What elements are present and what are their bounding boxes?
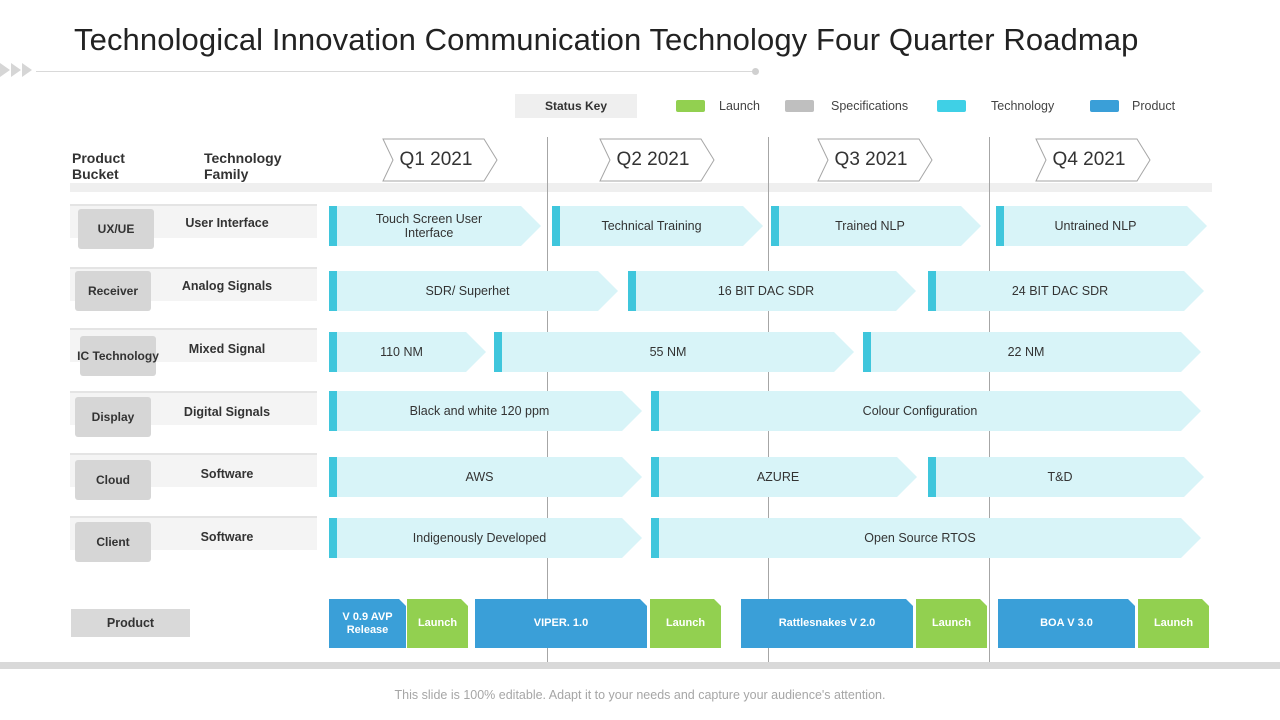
roadmap-bar: Indigenously Developed <box>329 518 642 558</box>
legend-swatch-launch <box>676 100 705 112</box>
roadmap-bar: 110 NM <box>329 332 486 372</box>
bar-label: T&D <box>1047 470 1073 484</box>
bar-label: 24 BIT DAC SDR <box>1011 284 1109 298</box>
legend-label-technology: Technology <box>991 99 1055 113</box>
bar-label: Black and white 120 ppm <box>409 404 550 418</box>
bar-label: 55 NM <box>649 345 687 359</box>
roadmap-bar: Colour Configuration <box>651 391 1201 431</box>
roadmap-bar: 55 NM <box>494 332 854 372</box>
product-bucket-header: Product Bucket <box>72 150 125 182</box>
bar-label: Technical Training <box>601 219 702 233</box>
roadmap-bar: Black and white 120 ppm <box>329 391 642 431</box>
family-software: Software <box>200 467 254 481</box>
bar-label: Touch Screen User Interface <box>375 212 483 240</box>
roadmap-bar: SDR/ Superhet <box>329 271 618 311</box>
product-row-label: Product <box>71 609 190 637</box>
bar-label: SDR/ Superhet <box>425 284 510 298</box>
quarter-label-q2: Q2 2021 <box>599 138 715 182</box>
family-software: Software <box>200 530 254 544</box>
bottom-divider <box>0 662 1280 669</box>
family-mixed-signal: Mixed Signal <box>188 342 266 356</box>
legend-swatch-product <box>1090 100 1119 112</box>
bucket-cloud: Cloud <box>75 460 151 500</box>
bucket-display: Display <box>75 397 151 437</box>
family-digital-signals: Digital Signals <box>183 405 271 419</box>
bar-label: Trained NLP <box>835 219 905 233</box>
bar-label: 22 NM <box>1007 345 1045 359</box>
legend-swatch-specifications <box>785 100 814 112</box>
quarter-text: Q1 2021 <box>399 149 473 170</box>
family-user-interface: User Interface <box>185 216 269 230</box>
quarter-text: Q3 2021 <box>834 149 908 170</box>
bucket-receiver: Receiver <box>75 271 151 311</box>
bar-label: 16 BIT DAC SDR <box>717 284 815 298</box>
chevron-right-icon <box>22 63 32 77</box>
legend-label-launch: Launch <box>719 99 761 113</box>
bar-label: Open Source RTOS <box>864 531 976 545</box>
footer-note: This slide is 100% editable. Adapt it to… <box>394 688 886 702</box>
launch-milestone: Launch <box>916 599 987 648</box>
product-milestone: V 0.9 AVP Release <box>329 599 406 648</box>
quarter-label-q1: Q1 2021 <box>382 138 498 182</box>
quarter-label-q4: Q4 2021 <box>1035 138 1151 182</box>
legend-label-product: Product <box>1132 99 1176 113</box>
status-key-label: Status Key <box>515 94 637 118</box>
bar-label: 110 NM <box>380 345 423 359</box>
roadmap-bar: Technical Training <box>552 206 763 246</box>
technology-family-header: Technology Family <box>204 150 282 182</box>
quarter-text: Q2 2021 <box>616 149 690 170</box>
launch-milestone: Launch <box>407 599 468 648</box>
legend-swatch-technology <box>937 100 966 112</box>
product-milestone: BOA V 3.0 <box>998 599 1135 648</box>
roadmap-bar: AZURE <box>651 457 917 497</box>
product-milestone: Rattlesnakes V 2.0 <box>741 599 913 648</box>
divider-dot <box>752 68 759 75</box>
legend-label-specifications: Specifications <box>831 99 909 113</box>
chevron-right-icon <box>11 63 21 77</box>
chevron-right-icon <box>0 63 10 77</box>
roadmap-bar: T&D <box>928 457 1204 497</box>
bar-label: Indigenously Developed <box>412 531 547 545</box>
family-analog-signals: Analog Signals <box>181 279 273 293</box>
title-divider <box>36 71 756 72</box>
roadmap-bar: 24 BIT DAC SDR <box>928 271 1204 311</box>
bucket-ic-technology: IC Technology <box>77 336 159 376</box>
roadmap-bar: Untrained NLP <box>996 206 1207 246</box>
roadmap-bar: 16 BIT DAC SDR <box>628 271 916 311</box>
bar-label: Colour Configuration <box>862 404 978 418</box>
bucket-client: Client <box>75 522 151 562</box>
roadmap-bar: Trained NLP <box>771 206 981 246</box>
roadmap-bar: Open Source RTOS <box>651 518 1201 558</box>
product-milestone: VIPER. 1.0 <box>475 599 647 648</box>
quarter-text: Q4 2021 <box>1052 149 1126 170</box>
header-divider <box>70 183 1212 192</box>
roadmap-bar: AWS <box>329 457 642 497</box>
launch-milestone: Launch <box>650 599 721 648</box>
page-title: Technological Innovation Communication T… <box>74 22 1139 57</box>
bar-label: AZURE <box>756 470 800 484</box>
bar-label: Untrained NLP <box>1054 219 1137 233</box>
launch-milestone: Launch <box>1138 599 1209 648</box>
bar-label: AWS <box>465 470 494 484</box>
quarter-label-q3: Q3 2021 <box>817 138 933 182</box>
roadmap-bar: 22 NM <box>863 332 1201 372</box>
bucket-ux-ue: UX/UE <box>78 209 154 249</box>
roadmap-bar: Touch Screen User Interface <box>329 206 541 246</box>
